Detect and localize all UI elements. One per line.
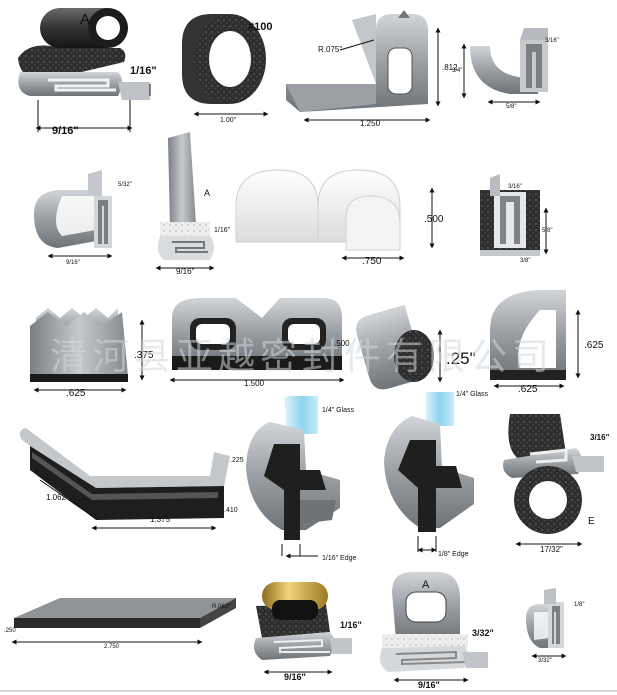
seal-item-6: .500 .750 — [235, 169, 444, 267]
seal-item-11: .625 .625 — [490, 290, 604, 395]
profile-letter: A — [204, 188, 210, 198]
dim-label: 3/4" — [452, 68, 462, 74]
edge-label: 1/16" Edge — [322, 555, 357, 562]
dim-label: 3/16" — [590, 433, 610, 442]
dim-label: .500 — [424, 214, 444, 225]
seal-item-13: 1/4" Glass 1/16" Edge — [246, 396, 357, 562]
dim-label: .225 — [230, 457, 244, 464]
seal-item-12: .225 1.062 1.375 .410 — [19, 428, 244, 531]
dim-label: .625 — [66, 388, 86, 399]
dim-label: 1.500 — [244, 379, 265, 388]
radius-label: R.062" — [212, 604, 230, 610]
dim-label: 9/16" — [418, 680, 440, 690]
dim-label: .25" — [446, 349, 476, 368]
part-number: #100 — [248, 21, 272, 33]
dim-label: .812 — [442, 63, 458, 72]
dim-label: 5/8" — [542, 228, 552, 234]
seal-item-7: 3/16" 5/8" 3/8" — [480, 174, 552, 264]
seal-item-5: A 1/16" 9/16" — [155, 132, 231, 276]
seal-item-8: .375 .625 — [30, 308, 154, 399]
dim-label: .625 — [584, 340, 604, 351]
seal-item-2: R.075" .812 1.250 — [286, 10, 458, 128]
profile-letter: A — [80, 11, 90, 28]
dim-label: 2.750 — [104, 644, 120, 650]
radius-label: R.075" — [318, 45, 342, 54]
dim-label: 17/32" — [540, 545, 563, 554]
seal-item-19: 1/8" 3/32" — [526, 588, 584, 664]
sponge-bulb — [18, 45, 126, 81]
seal-item-9: .500 1.500 — [169, 298, 350, 388]
glass-label: 1/4" Glass — [322, 407, 355, 414]
dim-label: 1/16" — [340, 620, 362, 630]
dim-label: 1/16" — [214, 227, 231, 234]
dim-label: 9/16" — [284, 672, 306, 682]
dim-label: 9/16" — [66, 260, 80, 266]
dim-label: 1.250 — [360, 119, 381, 128]
dim-label: .375 — [134, 350, 154, 361]
bottom-border — [0, 690, 617, 692]
seal-item-0: A 1/16" 9/16" — [18, 8, 157, 137]
dimension-lines — [35, 84, 151, 132]
dim-label: .625 — [518, 384, 538, 395]
dim-label: .250 — [4, 628, 16, 634]
profile-letter: E — [588, 516, 595, 527]
dim-label: 5/8" — [506, 104, 516, 110]
dim-label: .410 — [224, 507, 238, 514]
seal-item-18: A 3/32" 9/16" — [380, 572, 494, 690]
dim-label: 3/8" — [520, 258, 530, 264]
dim-label: 3/32" — [472, 628, 494, 638]
seal-item-17: 1/16" 9/16" — [254, 582, 362, 682]
dim-label: 1/8" — [574, 602, 584, 608]
dim-label: 1.062 — [46, 493, 67, 502]
dim-label: 9/16" — [176, 267, 195, 276]
seal-item-3: 3/16" 3/4" 5/8" — [452, 28, 559, 110]
dim-label: 3/16" — [508, 184, 522, 190]
clip-body — [18, 72, 123, 96]
dim-label: 1.00" — [220, 117, 237, 124]
dim-label: 1.375 — [150, 515, 171, 524]
glass-label: 1/4" Glass — [456, 391, 489, 398]
dim-label: 9/16" — [52, 125, 79, 137]
dim-label: 5/32" — [118, 182, 132, 188]
profile-letter: A — [422, 579, 430, 591]
seal-item-15: 3/16" E 17/32" — [503, 414, 610, 554]
dim-label: 3/32" — [538, 658, 552, 664]
edge-label: 1/8" Edge — [438, 551, 469, 558]
seal-item-14: 1/4" Glass 1/8" Edge — [384, 391, 489, 558]
dim-label: 3/16" — [545, 38, 559, 44]
dim-label: .500 — [334, 339, 350, 348]
seal-item-16: R.062" .250 2.750 — [4, 598, 236, 650]
dim-label: 1/16" — [130, 65, 157, 77]
seal-item-4: 5/32" 9/16" — [34, 170, 132, 266]
seal-item-10: .25" — [356, 304, 476, 390]
seal-item-1: #100 1.00" — [182, 14, 272, 124]
glass-pane — [426, 392, 454, 426]
dim-label: .750 — [362, 256, 382, 267]
